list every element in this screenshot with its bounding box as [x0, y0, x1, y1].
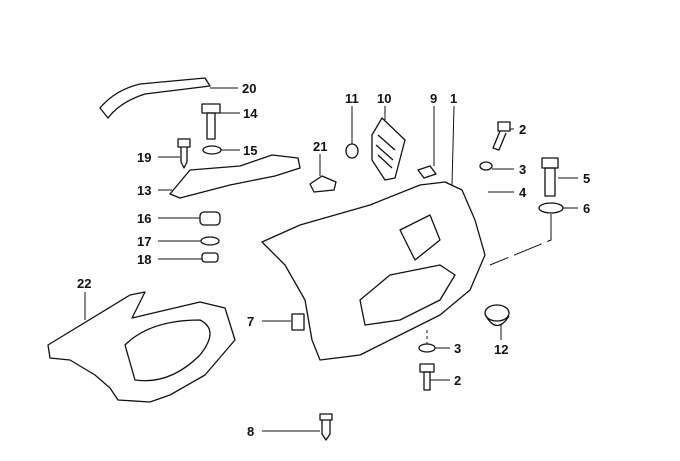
part-15-washer [202, 145, 240, 155]
part-16-grommet [158, 211, 221, 226]
part-14-bolt [201, 103, 240, 140]
callout-3-lower: 3 [454, 341, 461, 356]
callout-1: 1 [450, 91, 457, 106]
part-19-screw [158, 138, 191, 169]
callout-9: 9 [430, 91, 437, 106]
callout-22: 22 [77, 276, 91, 291]
part-10-grille [371, 106, 406, 181]
part-9-clip [417, 106, 437, 179]
callout-7: 7 [247, 314, 254, 329]
callout-15: 15 [243, 143, 257, 158]
callout-6: 6 [583, 201, 590, 216]
callout-18: 18 [137, 252, 151, 267]
callout-2-lower: 2 [454, 373, 461, 388]
part-1-trim-panel [261, 105, 486, 361]
part-13-panel [158, 154, 301, 199]
part-11-grommet [345, 106, 359, 159]
part-12-plug [484, 304, 510, 340]
part-18-nut [158, 252, 219, 263]
part-20-hose [99, 77, 238, 119]
callout-11: 11 [345, 91, 359, 106]
callout-12: 12 [494, 342, 508, 357]
callout-16: 16 [137, 211, 151, 226]
callout-17: 17 [137, 234, 151, 249]
callout-20: 20 [242, 81, 256, 96]
callout-8: 8 [247, 424, 254, 439]
callout-2-upper: 2 [519, 122, 526, 137]
part-7-clip [262, 313, 305, 331]
part-5-bolt [541, 157, 578, 197]
callout-4: 4 [519, 185, 527, 200]
part-21-clip [309, 154, 337, 193]
part-17-washer [158, 236, 220, 246]
part-2-bolt-lower [419, 363, 450, 391]
callout-5: 5 [583, 171, 590, 186]
part-2-bolt-upper [492, 121, 514, 151]
part-8-screw [262, 413, 333, 441]
callout-3-upper: 3 [519, 162, 526, 177]
part-3-washer-upper [479, 161, 514, 171]
callout-14: 14 [243, 106, 258, 121]
callout-19: 19 [137, 150, 151, 165]
part-22-insulation [47, 291, 236, 403]
part-6-washer [489, 202, 578, 266]
callout-10: 10 [377, 91, 391, 106]
callout-13: 13 [137, 183, 151, 198]
callout-21: 21 [313, 139, 327, 154]
part-3-washer-lower [418, 330, 450, 353]
